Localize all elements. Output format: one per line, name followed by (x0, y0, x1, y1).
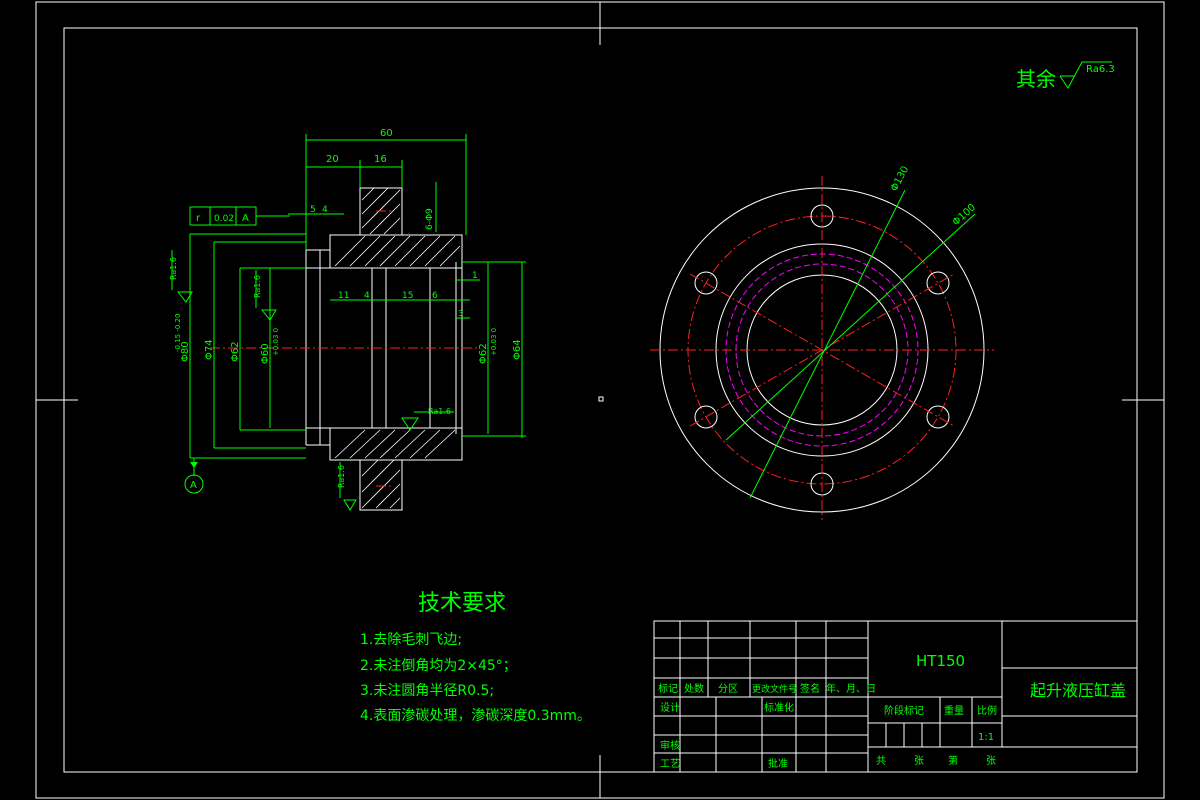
svg-text:标准化: 标准化 (764, 701, 794, 714)
geometric-tolerance-frame: r 0.02 A (189, 206, 290, 226)
svg-text:+0.03 0: +0.03 0 (490, 328, 498, 356)
tech-req-item: 3.未注圆角半径R0.5; (360, 683, 494, 699)
svg-text:16: 16 (374, 154, 387, 165)
svg-text:共: 共 (876, 755, 886, 767)
svg-text:处数: 处数 (684, 682, 704, 695)
svg-text:5: 5 (310, 205, 316, 215)
section-dimensions: 60 20 16 5 4 6-Φ9 11 4 15 6 1 3 (174, 128, 526, 459)
section-view: 60 20 16 5 4 6-Φ9 11 4 15 6 1 3 (169, 128, 526, 511)
svg-text:审核: 审核 (660, 739, 680, 752)
tech-req-item: 1.去除毛刺飞边; (360, 632, 462, 648)
svg-text:Ra6.3: Ra6.3 (1086, 64, 1115, 75)
svg-text:Ra1.6: Ra1.6 (337, 465, 346, 488)
datum-marker: A (184, 458, 204, 494)
svg-text:+0.03 0: +0.03 0 (272, 328, 280, 356)
svg-text:A: A (242, 213, 249, 224)
roughness-symbols: Ra1.6 Ra1.6 Ra1.6 Ra1.6 (169, 250, 454, 511)
section-hatch (305, 187, 463, 511)
tech-req-item: 4.表面渗碳处理，渗碳深度0.3mm。 (360, 708, 591, 724)
svg-text:Ra1.6: Ra1.6 (253, 275, 262, 298)
svg-text:张: 张 (986, 755, 996, 767)
svg-text:签名: 签名 (800, 682, 820, 695)
svg-text:6-Φ9: 6-Φ9 (425, 208, 435, 230)
svg-text:r: r (196, 213, 201, 224)
svg-text:张: 张 (914, 755, 924, 767)
svg-text:4: 4 (322, 205, 328, 215)
drawing-frame (35, 1, 1165, 799)
svg-text:Φ74: Φ74 (204, 339, 215, 360)
svg-text:60: 60 (380, 128, 393, 139)
svg-text:其余: 其余 (1016, 67, 1056, 91)
svg-text:1:1: 1:1 (978, 732, 994, 743)
svg-text:20: 20 (326, 154, 339, 165)
svg-text:Φ130: Φ130 (889, 164, 911, 193)
part-name: 起升液压缸盖 (1030, 681, 1126, 700)
svg-text:4: 4 (364, 291, 370, 301)
front-view: Φ130 Φ100 (650, 164, 994, 520)
svg-text:年、月、日: 年、月、日 (826, 682, 876, 695)
svg-text:0.02: 0.02 (214, 214, 234, 224)
svg-text:Ra1.6: Ra1.6 (428, 407, 451, 416)
svg-text:Φ80: Φ80 (180, 341, 191, 362)
tech-req-item: 2.未注倒角均为2×45°； (360, 658, 517, 674)
svg-text:Φ62: Φ62 (230, 341, 241, 362)
svg-text:-0.15 -0.20: -0.15 -0.20 (174, 314, 182, 352)
svg-text:6: 6 (432, 291, 438, 301)
svg-text:设计: 设计 (660, 701, 680, 714)
svg-text:第: 第 (948, 754, 958, 767)
technical-requirements: 技术要求 1.去除毛刺飞边; 2.未注倒角均为2×45°； 3.未注圆角半径R0… (360, 591, 591, 724)
svg-text:Φ62: Φ62 (478, 343, 489, 364)
general-roughness-note: 其余 Ra6.3 (1016, 61, 1115, 91)
svg-text:比例: 比例 (977, 704, 997, 717)
svg-text:批准: 批准 (768, 757, 788, 770)
svg-text:重量: 重量 (944, 704, 964, 717)
svg-text:11: 11 (338, 291, 349, 301)
svg-text:1: 1 (472, 271, 478, 281)
svg-text:Ra1.6: Ra1.6 (169, 257, 178, 280)
svg-text:15: 15 (402, 291, 413, 301)
svg-text:阶段标记: 阶段标记 (884, 704, 924, 717)
tech-req-title: 技术要求 (418, 591, 506, 616)
material-label: HT150 (916, 652, 965, 670)
title-block: HT150 起升液压缸盖 标记 处数 分区 更改文件号 签名 年、月、日 设计 … (653, 620, 1138, 773)
svg-text:分区: 分区 (718, 683, 738, 695)
svg-text:工艺: 工艺 (660, 758, 680, 770)
svg-text:标记: 标记 (658, 683, 678, 695)
svg-text:Φ64: Φ64 (512, 339, 523, 360)
svg-text:3: 3 (458, 309, 463, 318)
svg-text:更改文件号: 更改文件号 (752, 683, 797, 695)
svg-text:Φ60: Φ60 (260, 343, 271, 364)
svg-text:A: A (190, 480, 197, 491)
